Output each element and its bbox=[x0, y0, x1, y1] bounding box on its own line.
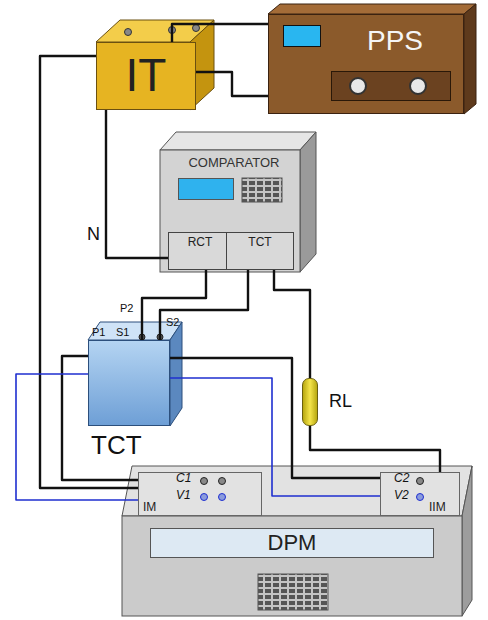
comparator-keypad bbox=[242, 178, 282, 202]
terminal-name: V2 bbox=[394, 489, 409, 503]
panel-detail bbox=[409, 77, 427, 95]
comparator-side-face bbox=[300, 132, 316, 272]
node-label: IT bbox=[97, 49, 195, 102]
terminal-name: S1 bbox=[116, 326, 129, 339]
dpm-keys bbox=[258, 574, 328, 610]
digital-power-meter: DPM IM IIM bbox=[122, 466, 462, 616]
terminal-name: C1 bbox=[176, 472, 191, 486]
tct-side-face bbox=[170, 322, 182, 426]
terminal-name: C2 bbox=[394, 472, 409, 486]
wire bbox=[142, 270, 206, 340]
iim-section: IIM bbox=[380, 472, 460, 516]
terminal-name: S2 bbox=[166, 316, 179, 329]
node-label: RL bbox=[329, 391, 352, 412]
dpm-terminal bbox=[417, 478, 424, 485]
dpm-keypad bbox=[258, 574, 328, 610]
isolation-transformer-box: IT bbox=[96, 42, 196, 110]
node-label: IIM bbox=[429, 501, 446, 515]
panel-detail bbox=[349, 77, 367, 95]
terminal-name: P1 bbox=[92, 326, 105, 339]
pps-side-face bbox=[464, 4, 476, 114]
dpm-terminal bbox=[201, 494, 208, 501]
node-label: TCT bbox=[91, 431, 142, 461]
terminal-name: P2 bbox=[120, 302, 133, 315]
it-terminal bbox=[125, 29, 132, 36]
panel-detail bbox=[178, 178, 234, 200]
dpm-top-face bbox=[122, 466, 472, 516]
dpm-terminal bbox=[219, 478, 226, 485]
comparator-box: COMPARATOR RCTTCT bbox=[160, 150, 308, 272]
power-supply-box: PPS bbox=[268, 14, 464, 114]
wire bbox=[172, 24, 268, 42]
node-label: PPS bbox=[367, 25, 423, 57]
wire bbox=[106, 110, 168, 258]
wire bbox=[170, 378, 380, 496]
im-section: IM bbox=[138, 472, 262, 516]
dpm-terminal bbox=[201, 478, 208, 485]
node-label: COMPARATOR bbox=[160, 156, 308, 171]
dpm-front-face bbox=[122, 516, 462, 616]
node-label: DPM bbox=[150, 528, 434, 558]
wire bbox=[170, 358, 380, 478]
comparator-top-face bbox=[160, 132, 316, 150]
wire bbox=[196, 72, 268, 96]
node-label: RCT bbox=[169, 236, 231, 250]
wire bbox=[160, 270, 248, 340]
it-terminal bbox=[193, 25, 200, 32]
wire-label: N bbox=[86, 224, 101, 245]
rct-terminal-panel: RCT bbox=[168, 232, 232, 270]
wire bbox=[310, 426, 440, 472]
dpm-terminal bbox=[219, 494, 226, 501]
dpm-side-face bbox=[462, 466, 472, 616]
comparator-keys bbox=[242, 178, 282, 202]
load-resistor: RL bbox=[302, 378, 318, 426]
dpm-terminal bbox=[417, 494, 424, 501]
pps-top-face bbox=[268, 4, 476, 14]
node-label: IM bbox=[143, 501, 156, 515]
tested-current-transformer: TCT bbox=[88, 340, 170, 426]
tct-terminal-panel: TCT bbox=[226, 232, 294, 270]
terminal-name: V1 bbox=[176, 489, 191, 503]
panel-detail bbox=[283, 25, 321, 47]
node-label: TCT bbox=[227, 236, 293, 250]
